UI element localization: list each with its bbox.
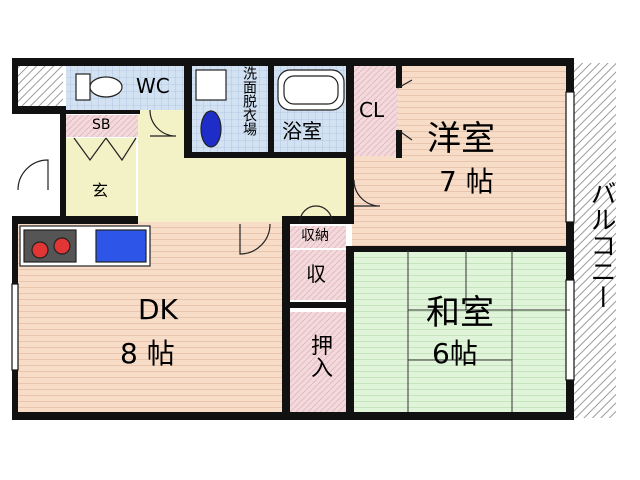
closet-label: CL [359, 98, 385, 122]
storage-small-label: 収納 [301, 228, 329, 244]
japanese-room-size: 6帖 [432, 337, 478, 370]
dk-size: 8 帖 [120, 337, 175, 370]
western-room-size: 7 帖 [439, 165, 494, 198]
washbasin-fixture [195, 69, 227, 148]
japanese-room-floor [352, 250, 570, 412]
oshiire-label: 押入 [307, 334, 332, 378]
bathtub-fixture [277, 69, 345, 111]
kitchen-counter [19, 225, 151, 267]
storage-mid-label: 収 [306, 262, 326, 286]
closet-floor [354, 66, 398, 156]
balcony-area [572, 63, 616, 418]
toilet-fixture [75, 73, 123, 101]
entrance-label: 玄 [92, 181, 109, 200]
storage-small-floor [288, 226, 346, 248]
balcony-label: バルコニー [586, 180, 616, 310]
windows [11, 91, 575, 381]
oshiire-floor [290, 312, 346, 412]
entrance-floor [66, 138, 136, 220]
bath-label: 浴室 [282, 119, 322, 143]
japanese-room-name: 和室 [426, 293, 494, 333]
storage-mid-floor [288, 250, 346, 300]
dk-name: DK [138, 293, 178, 326]
tatami-lines [407, 250, 570, 412]
pipe-shaft [17, 66, 63, 110]
washroom-label: 洗面脱衣場 [241, 66, 257, 136]
doors [17, 79, 413, 255]
wc-label: WC [136, 74, 170, 98]
western-room-name: 洋室 [427, 119, 495, 159]
shoebox-label: SB [92, 117, 111, 133]
shoebox-floor [66, 115, 138, 137]
